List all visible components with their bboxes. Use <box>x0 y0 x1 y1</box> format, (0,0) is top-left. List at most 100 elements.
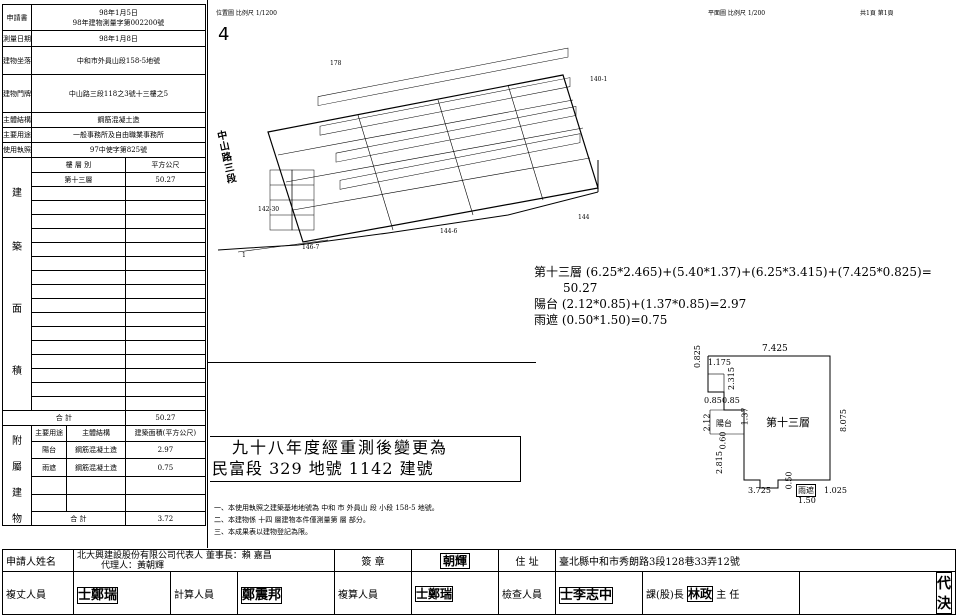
empty-cell <box>31 340 126 355</box>
empty-cell <box>124 214 207 229</box>
empty-cell <box>124 242 207 257</box>
empty-cell <box>31 396 126 411</box>
calc-label: 計算人員 <box>170 571 238 615</box>
formula-line: 陽台 (2.12*0.85)+(1.37*0.85)=2.97 <box>534 297 747 311</box>
parcel-label: 144 <box>578 214 590 221</box>
annex-side-label: 附 屬 建 物 <box>2 425 32 526</box>
parcel-label: 144-6 <box>440 228 458 235</box>
structure-label: 主體結構 <box>2 112 32 128</box>
dim-top: 7.425 <box>762 344 788 354</box>
applicant: 北大興建設股份有限公司代表人 董事長：賴 嘉昌代理人：黃朝輝 <box>73 549 335 572</box>
area-total-value: 50.27 <box>124 410 207 426</box>
empty-cell <box>124 186 207 201</box>
dim-a: 1.175 <box>708 358 731 367</box>
survey-date-label: 測量日期 <box>2 30 32 47</box>
signature-table: 申請人姓名 北大興建設股份有限公司代表人 董事長：賴 嘉昌代理人：黃朝輝 簽 章… <box>2 549 956 615</box>
dim-bottom3: 1.025 <box>824 486 847 495</box>
empty-cell <box>124 354 207 369</box>
seal-label: 簽 章 <box>334 549 412 572</box>
area-column-header: 平方公尺 <box>124 157 207 173</box>
empty-cell <box>31 326 126 341</box>
door: 中山路三段118之3號十三樓之5 <box>31 74 206 113</box>
empty-cell <box>124 256 207 271</box>
location: 中和市外員山段158-5地號 <box>31 46 206 75</box>
floor-row-area: 50.27 <box>124 172 207 187</box>
empty-cell <box>66 476 126 495</box>
inspector-cell: 士李志中 <box>555 571 643 615</box>
corner-cell: 代決 <box>799 571 956 615</box>
notes: 一、本使用執照之建築基地地號為 中和 市 外員山 段 小段 158-5 地號。 … <box>214 502 439 538</box>
empty-cell <box>30 476 68 495</box>
balcony-label: 陽台 <box>716 419 732 428</box>
empty-cell <box>31 354 126 369</box>
empty-cell <box>124 298 207 313</box>
empty-cell <box>124 368 207 383</box>
empty-cell <box>124 270 207 285</box>
annex-row-area: 0.75 <box>124 458 207 478</box>
door-label: 建物門牌 <box>2 74 32 113</box>
empty-cell <box>30 493 68 513</box>
north-arrow-icon: 4 <box>218 24 230 45</box>
annex-total-value: 3.72 <box>124 511 207 526</box>
floor-plan-drawing <box>707 355 831 489</box>
annex-row-structure: 鋼筋混凝土造 <box>66 440 126 460</box>
empty-cell <box>124 312 207 327</box>
dim-bottom1: 3.725 <box>748 486 771 495</box>
empty-cell <box>124 200 207 215</box>
empty-cell <box>31 298 126 313</box>
empty-cell <box>31 312 126 327</box>
dim-bottom2: 0.50 <box>784 471 794 490</box>
empty-cell <box>31 284 126 299</box>
seal-cell: 朝輝 <box>411 549 499 572</box>
address-label: 住 址 <box>498 549 556 572</box>
dim-bottom4: 1.50 <box>798 496 816 505</box>
calc-cell: 鄭震邦 <box>237 571 335 615</box>
survey-date: 98年1月8日 <box>31 30 206 47</box>
structure: 鋼筋混凝土造 <box>31 112 206 128</box>
empty-cell <box>124 382 207 397</box>
applicant-label: 申請人姓名 <box>2 549 74 572</box>
dim-left-top: 0.825 <box>692 345 702 368</box>
area-total-label: 合 計 <box>2 410 126 426</box>
dim-e: 1.37 <box>740 407 750 426</box>
use: 一般事務所及自由職業事務所 <box>31 127 206 143</box>
formula-line: 雨遮 (0.50*1.50)=0.75 <box>534 313 668 327</box>
empty-cell <box>124 493 207 513</box>
use-label: 主要用途 <box>2 127 32 143</box>
note-line: 二、本建物係 十四 層建物本件僅測量第 層 部分。 <box>214 516 370 524</box>
application-label: 申請書 <box>2 4 32 31</box>
parcel-label: 142-30 <box>258 206 280 213</box>
empty-cell <box>31 368 126 383</box>
empty-cell <box>31 242 126 257</box>
empty-cell <box>124 228 207 243</box>
canopy-label: 雨遮 <box>796 484 816 497</box>
note-line: 三、本成果表以建物登記為限。 <box>214 528 312 536</box>
director-label: 主 任 <box>716 589 740 601</box>
inspector-stamp: 士李志中 <box>559 586 614 604</box>
empty-cell <box>31 256 126 271</box>
annex-row-use: 雨遮 <box>30 458 68 478</box>
empty-cell <box>124 396 207 411</box>
empty-cell <box>31 228 126 243</box>
parcel-label: 146-7 <box>302 244 320 251</box>
formula-line: 第十三層 (6.25*2.465)+(5.40*1.37)+(6.25*3.41… <box>534 265 932 279</box>
section-stamp: 林政 <box>687 585 714 602</box>
location-label: 建物坐落 <box>2 46 32 75</box>
calc-stamp: 鄭震邦 <box>241 586 283 604</box>
empty-cell <box>124 340 207 355</box>
note-line: 一、本使用執照之建築基地地號為 中和 市 外員山 段 小段 158-5 地號。 <box>214 504 439 512</box>
address: 臺北縣中和市秀朗路3段128巷33弄12號 <box>555 549 956 572</box>
site-plan-drawing <box>217 47 599 253</box>
formula-line: 50.27 <box>563 281 598 295</box>
site-plan-scale: 位置圖 比例尺 1/1200 <box>216 10 277 17</box>
empty-cell <box>66 493 126 513</box>
section-label: 課(股)長 <box>646 589 684 601</box>
dim-g: 0.60 <box>718 431 728 450</box>
floor-label: 第十三層 <box>766 416 810 429</box>
floor-row-floor: 第十三層 <box>31 172 126 187</box>
empty-cell <box>31 270 126 285</box>
area-side-label: 建 築 面 積 <box>2 157 32 411</box>
section-cell: 課(股)長 林政 主 任 <box>642 571 800 615</box>
floor-plan-scale: 平面圖 比例尺 1/200 <box>708 10 766 17</box>
